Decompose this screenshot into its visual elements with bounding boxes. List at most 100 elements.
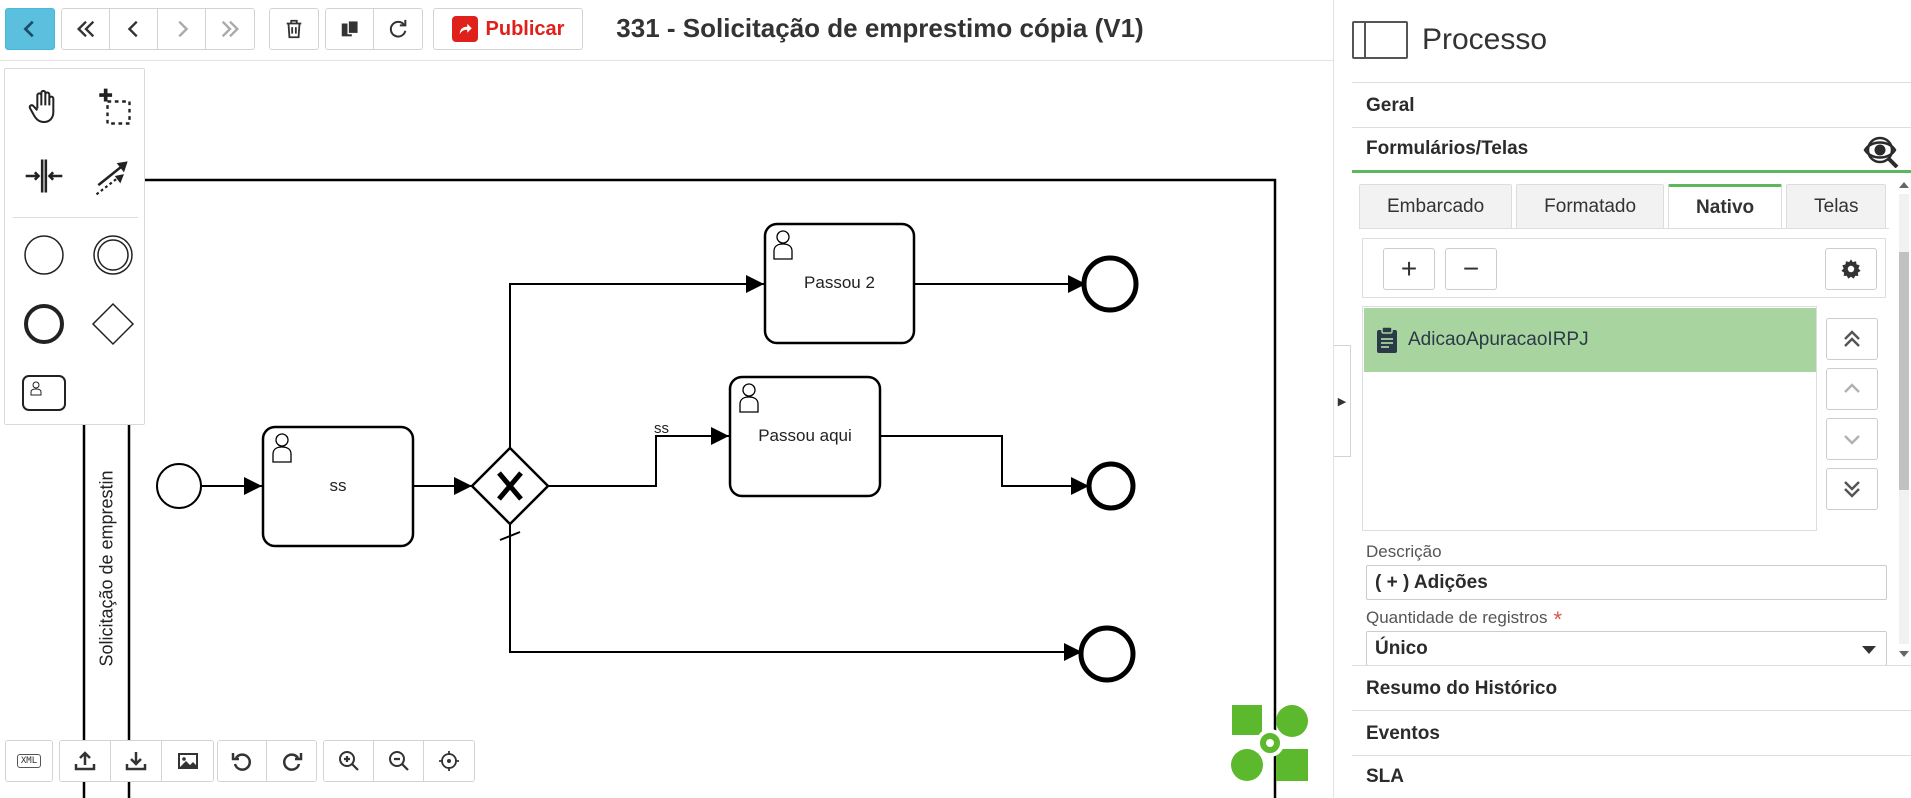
intermediate-event-icon <box>93 235 133 275</box>
diagram-canvas[interactable]: Solicitação de emprestin ss Passou 2 Pas… <box>0 61 1333 798</box>
end-event-tool[interactable] <box>16 296 72 352</box>
section-geral[interactable]: Geral <box>1352 82 1911 128</box>
panel-scrollbar[interactable] <box>1891 176 1911 665</box>
chevron-left-icon <box>127 20 138 38</box>
scroll-thumb[interactable] <box>1899 252 1909 490</box>
zoom-in-icon <box>338 751 359 771</box>
tab-formatado[interactable]: Formatado <box>1516 184 1665 228</box>
zoom-out-button[interactable] <box>374 741 424 781</box>
last-version-button[interactable] <box>206 9 254 49</box>
refresh-button[interactable] <box>374 9 422 49</box>
end-event-icon <box>24 304 64 344</box>
export-image-button[interactable] <box>162 741 213 781</box>
chevron-up-icon <box>1844 383 1860 393</box>
quantidade-label: Quantidade de registros* <box>1366 607 1562 633</box>
undo-button[interactable] <box>218 741 267 781</box>
xml-group: XML <box>5 740 53 782</box>
redo-icon <box>282 753 302 771</box>
quantidade-select[interactable]: Único <box>1366 631 1887 666</box>
panel-splitter[interactable] <box>1333 0 1334 798</box>
navigation-group <box>61 8 255 50</box>
settings-button[interactable] <box>1825 248 1877 290</box>
tab-embarcado[interactable]: Embarcado <box>1359 184 1513 228</box>
flow-label: ss <box>654 420 669 437</box>
connect-tool[interactable] <box>85 148 141 204</box>
forms-list: AdicaoApuracaoIRPJ <box>1362 306 1817 531</box>
back-button[interactable] <box>5 8 55 50</box>
flow-gateway-default[interactable] <box>509 524 1082 661</box>
user-task-tool[interactable] <box>16 365 72 421</box>
double-chevron-right-icon <box>221 20 240 38</box>
xml-button[interactable]: XML <box>6 741 52 781</box>
delete-group <box>269 8 319 50</box>
add-item-button[interactable]: + <box>1383 248 1435 290</box>
redo-button[interactable] <box>267 741 316 781</box>
upload-button[interactable] <box>60 741 111 781</box>
gateway-tool[interactable] <box>85 296 141 352</box>
move-up-button[interactable] <box>1826 368 1878 410</box>
previous-version-button[interactable] <box>110 9 158 49</box>
flow-gateway-passou2[interactable] <box>509 275 764 448</box>
pool[interactable] <box>82 178 1277 798</box>
lane-label: Solicitação de emprestin <box>96 469 117 667</box>
flow-passou-aqui-end[interactable] <box>880 435 1089 495</box>
task-passou2[interactable] <box>763 222 916 345</box>
copy-refresh-group <box>325 8 423 50</box>
move-bottom-button[interactable] <box>1826 468 1878 510</box>
next-version-button[interactable] <box>158 9 206 49</box>
caret-down-icon <box>1862 646 1876 654</box>
start-event-icon <box>24 235 64 275</box>
gear-icon <box>1841 259 1861 279</box>
palette-separator <box>13 217 138 218</box>
end-event-passou2[interactable] <box>1081 255 1139 313</box>
tab-telas[interactable]: Telas <box>1786 184 1887 228</box>
trash-icon <box>286 19 302 39</box>
section-eventos[interactable]: Eventos <box>1352 710 1911 756</box>
list-item-label: AdicaoApuracaoIRPJ <box>1408 329 1589 350</box>
gateway-icon <box>91 302 135 346</box>
user-icon <box>739 383 759 413</box>
user-icon <box>272 433 292 463</box>
download-icon <box>125 752 147 771</box>
section-formularios[interactable]: Formulários/Telas <box>1352 127 1911 173</box>
move-down-button[interactable] <box>1826 418 1878 460</box>
delete-button[interactable] <box>270 9 318 49</box>
scroll-up-icon[interactable] <box>1899 182 1909 188</box>
list-item[interactable]: AdicaoApuracaoIRPJ <box>1364 308 1816 372</box>
end-event-passou-aqui[interactable] <box>1086 461 1136 511</box>
download-button[interactable] <box>111 741 162 781</box>
task-passou-aqui[interactable] <box>728 375 882 498</box>
chevron-down-icon <box>1844 435 1860 445</box>
intermediate-event-tool[interactable] <box>85 227 141 283</box>
section-sla[interactable]: SLA <box>1352 755 1911 798</box>
reset-view-button[interactable] <box>424 741 474 781</box>
zoom-in-button[interactable] <box>324 741 374 781</box>
publish-button[interactable]: Publicar <box>433 8 583 50</box>
image-icon <box>177 753 198 769</box>
flow-gateway-passou-aqui[interactable] <box>548 427 729 487</box>
remove-item-button[interactable]: − <box>1445 248 1497 290</box>
first-version-button[interactable] <box>62 9 110 49</box>
copy-button[interactable] <box>326 9 374 49</box>
properties-panel: Processo Geral Formulários/Telas Embarca… <box>1352 0 1911 798</box>
space-tool[interactable] <box>16 148 72 204</box>
move-top-button[interactable] <box>1826 318 1878 360</box>
task-ss-label: ss <box>329 476 347 495</box>
refresh-icon <box>389 19 407 38</box>
start-event[interactable] <box>156 463 202 509</box>
toolbar-divider <box>0 60 1333 61</box>
section-resumo[interactable]: Resumo do Histórico <box>1352 665 1911 711</box>
end-event-default[interactable] <box>1078 625 1136 683</box>
start-event-tool[interactable] <box>16 227 72 283</box>
task-passou-aqui-label: Passou aqui <box>758 426 852 445</box>
task-ss[interactable] <box>261 425 415 548</box>
panel-toggle-button[interactable]: ▶ <box>1334 345 1351 457</box>
preview-eye-icon[interactable] <box>1863 134 1901 168</box>
double-chevron-down-icon <box>1844 481 1860 498</box>
lasso-tool[interactable] <box>85 79 141 135</box>
scroll-down-icon[interactable] <box>1899 651 1909 657</box>
form-tabs: Embarcado Formatado Nativo Telas <box>1359 184 1887 228</box>
descricao-input[interactable]: ( + ) Adições <box>1366 565 1887 600</box>
hand-tool[interactable] <box>16 79 72 135</box>
tab-nativo[interactable]: Nativo <box>1668 184 1783 228</box>
